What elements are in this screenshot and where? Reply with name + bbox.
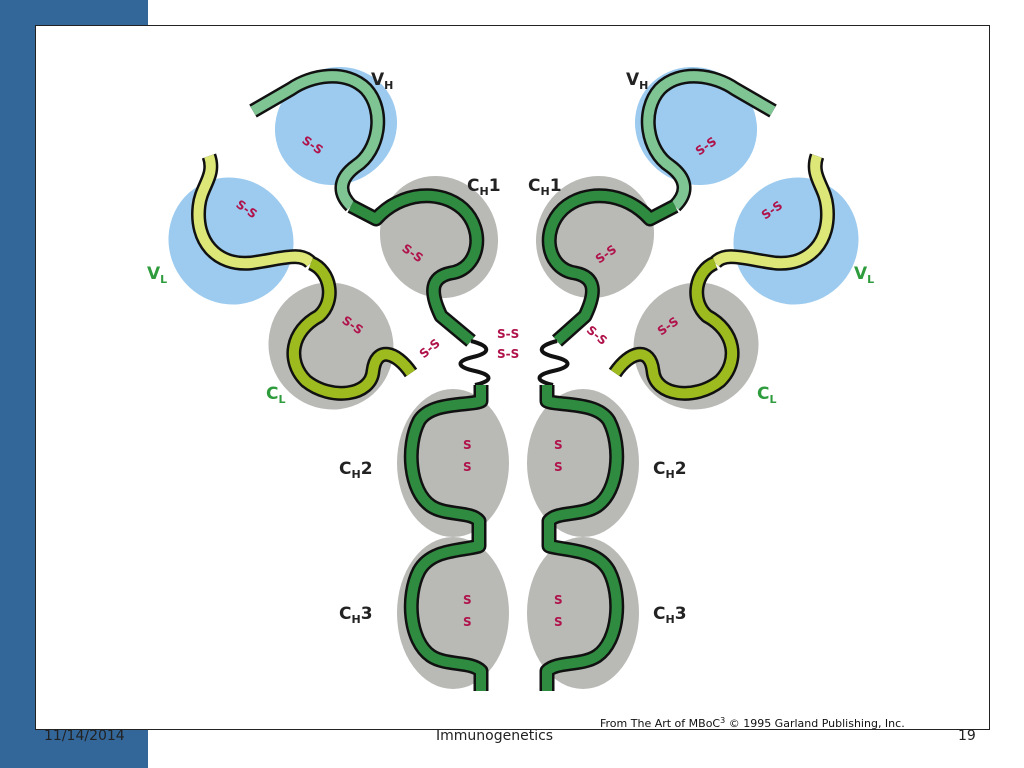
label-vl-right: VL [854, 264, 874, 286]
footer-date: 11/14/2014 [44, 728, 125, 744]
light-chain-right-variable [709, 153, 835, 271]
heavy-chain-left-constant [347, 188, 485, 347]
ss-ch3-left: S [463, 593, 472, 607]
ss-heavy-light-left: S-S [417, 336, 443, 361]
domain-labels: VH VH CH1 CH1 VL VL CL CL CH2 CH2 CH3 CH… [147, 70, 874, 626]
label-cl-left: CL [266, 384, 286, 406]
label-ch1-left: CH1 [467, 176, 501, 198]
hinge-right [537, 339, 570, 387]
ss-heavy-light-right: S-S [584, 323, 610, 348]
label-cl-right: CL [757, 384, 777, 406]
figure-credit: From The Art of MBoC3 © 1995 Garland Pub… [600, 716, 905, 730]
ss-hinge-lower: S-S [497, 347, 519, 361]
footer-title: Immunogenetics [436, 728, 554, 744]
label-vh-left: VH [371, 70, 393, 92]
label-ch3-left: CH3 [339, 604, 373, 626]
heavy-chain-left-variable [249, 68, 386, 212]
ss-ch2-right-2: S [554, 460, 563, 474]
label-vh-right: VH [626, 70, 648, 92]
ss-ch3-right: S [554, 593, 563, 607]
heavy-chain-right-variable [640, 68, 777, 212]
heavy-chain-right-constant [541, 188, 679, 347]
light-chain-left-constant [286, 256, 418, 401]
heavy-chain-left-fc [403, 385, 489, 691]
antibody-figure: S-S S-S S-S S-S S-S S-S S-S S-S S-S S-S … [35, 25, 990, 730]
heavy-chain-right-fc [539, 385, 625, 691]
ss-ch2-left-2: S [463, 460, 472, 474]
ss-ch2-left: S [463, 438, 472, 452]
ss-ch2-right: S [554, 438, 563, 452]
label-vl-left: VL [147, 264, 167, 286]
label-ch1-right: CH1 [528, 176, 562, 198]
domain-backgrounds [168, 66, 859, 689]
label-ch3-right: CH3 [653, 604, 687, 626]
hinge-left [458, 339, 491, 387]
label-ch2-left: CH2 [339, 459, 373, 481]
ss-ch3-right-2: S [554, 615, 563, 629]
label-ch2-right: CH2 [653, 459, 687, 481]
light-chain-left-variable [191, 153, 317, 271]
footer-page-number: 19 [958, 728, 976, 744]
ss-hinge-upper: S-S [497, 327, 519, 341]
light-chain-right-constant [608, 256, 740, 401]
ss-ch3-left-2: S [463, 615, 472, 629]
